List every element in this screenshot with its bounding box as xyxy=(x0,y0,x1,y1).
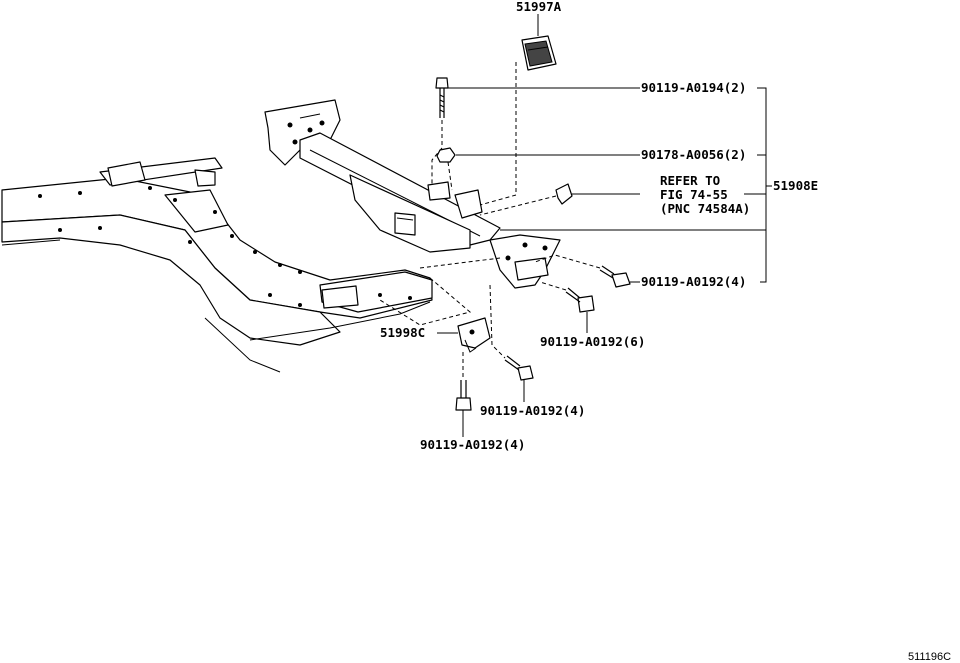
nut xyxy=(436,147,456,163)
label-bracket: 51998C xyxy=(380,325,425,340)
label-bolt-right: 90119-A0192(4) xyxy=(641,274,746,289)
frame-holes xyxy=(38,186,412,307)
refer-clip xyxy=(555,183,573,205)
label-bolt-mid: 90119-A0192(6) xyxy=(540,334,645,349)
diagram-code: 511196C xyxy=(908,651,951,663)
label-bolt-lower: 90119-A0192(4) xyxy=(480,403,585,418)
callout-labels: 51997A 90119-A0194(2) 90178-A0056(2) REF… xyxy=(380,0,951,663)
leader-lines xyxy=(437,14,772,437)
bolt-bottom xyxy=(455,380,472,411)
label-nut: 90178-A0056(2) xyxy=(641,147,746,162)
bolt-right xyxy=(599,265,631,288)
vehicle-frame xyxy=(1,157,433,373)
label-bolt-bottom: 90119-A0192(4) xyxy=(420,437,525,452)
receiver-cap xyxy=(521,35,557,71)
bolt-top xyxy=(435,77,449,118)
label-cap: 51997A xyxy=(516,0,562,14)
label-refer-2: FIG 74-55 xyxy=(660,187,728,202)
label-refer-1: REFER TO xyxy=(660,173,720,188)
bolt-lower xyxy=(504,355,534,381)
hitch-assembly xyxy=(264,99,561,289)
label-refer-3: (PNC 74584A) xyxy=(660,201,750,216)
bracket-51998c xyxy=(457,317,491,353)
label-bolt-top: 90119-A0194(2) xyxy=(641,80,746,95)
label-assembly: 51908E xyxy=(773,178,818,193)
bolt-mid xyxy=(565,287,595,313)
alignment-lines xyxy=(379,62,601,380)
